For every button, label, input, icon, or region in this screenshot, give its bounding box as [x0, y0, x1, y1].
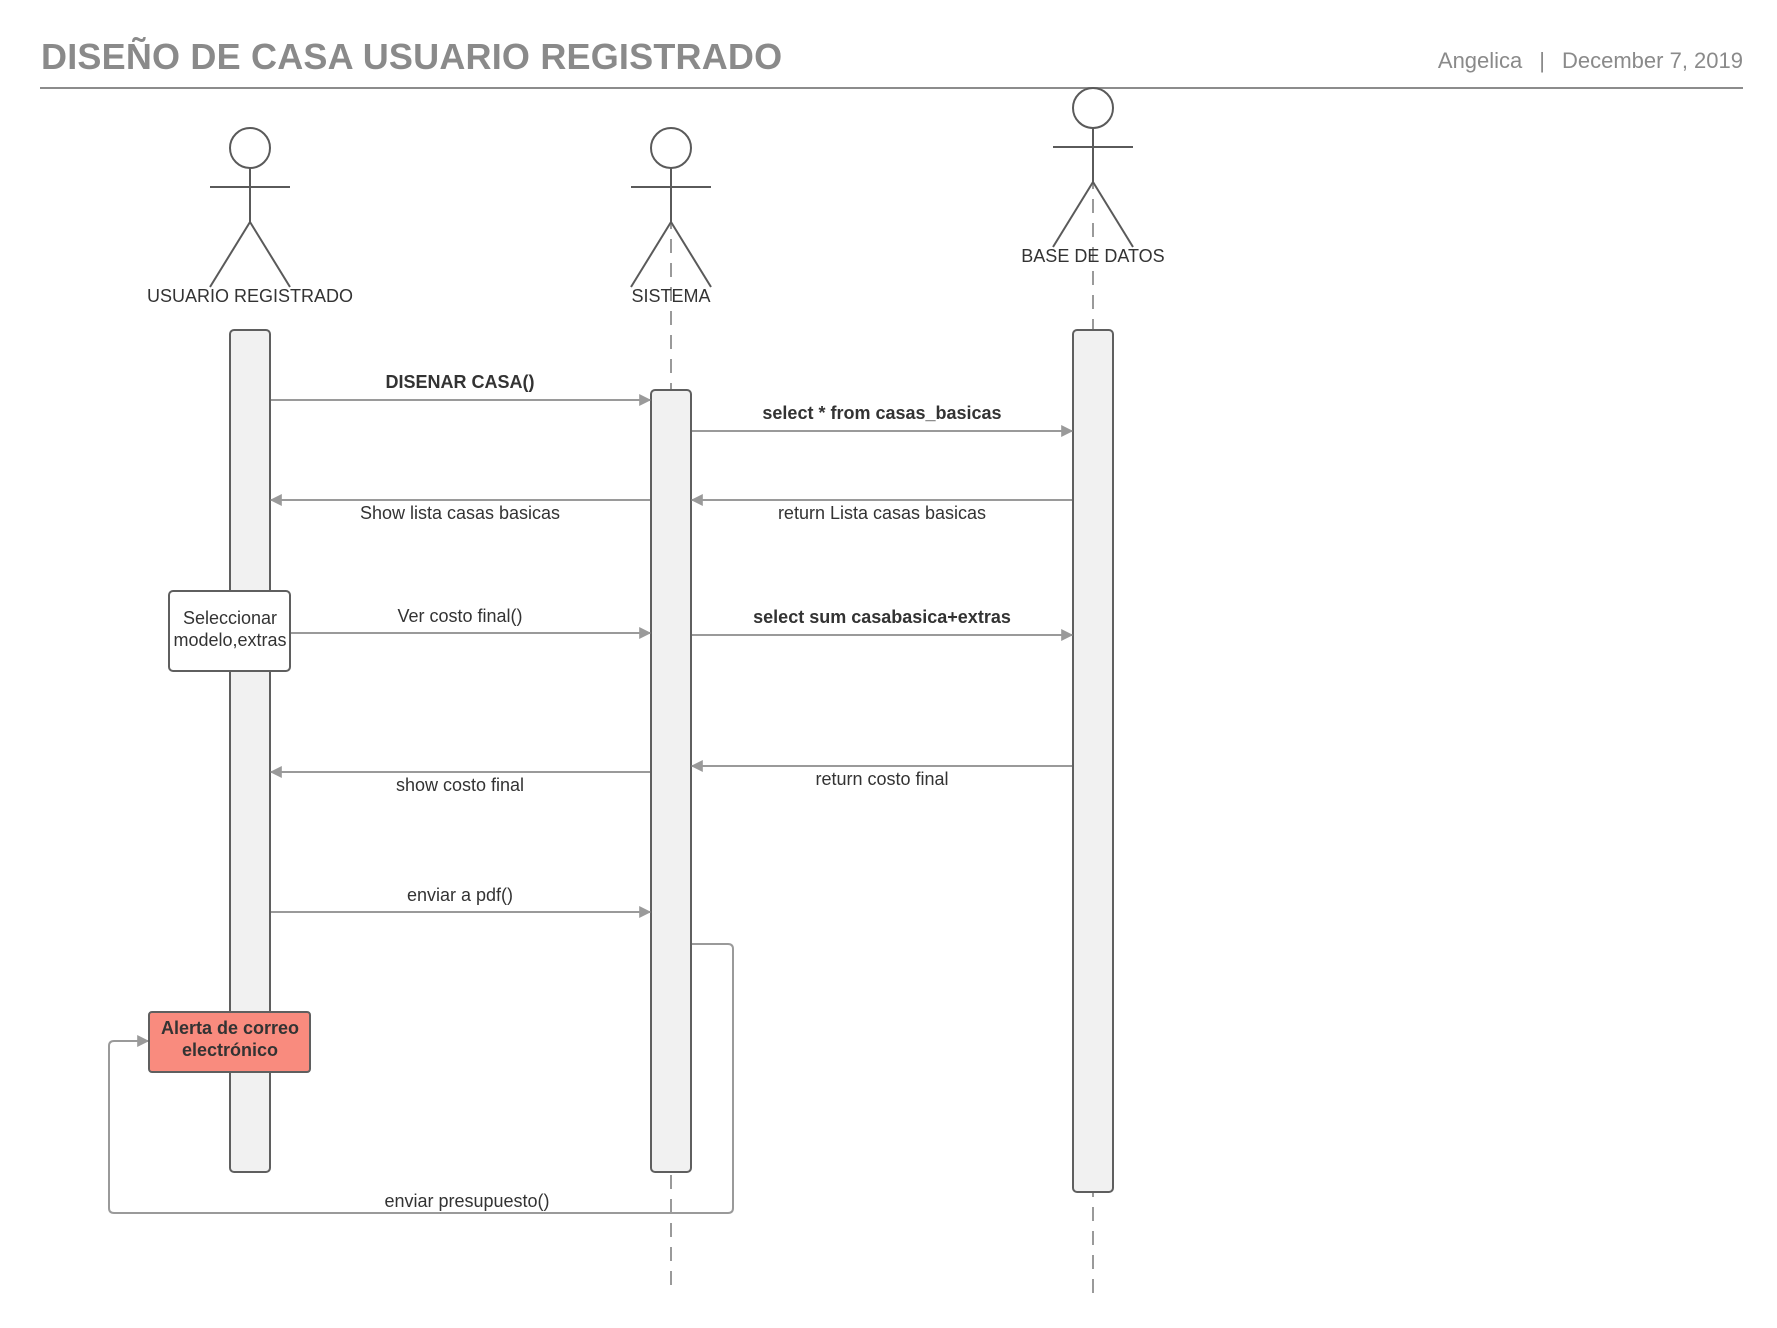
message-label-return-lista: return Lista casas basicas	[778, 503, 986, 523]
actor-label-base-datos: BASE DE DATOS	[1021, 246, 1164, 266]
message-label-show-costo: show costo final	[396, 775, 524, 795]
message-label-show-lista: Show lista casas basicas	[360, 503, 560, 523]
alert-line1: Alerta de correo	[161, 1018, 299, 1038]
activation-base-datos	[1072, 329, 1114, 1193]
actor-label-sistema: SISTEMA	[631, 286, 710, 306]
message-label-disenar-casa: DISENAR CASA()	[385, 372, 534, 392]
actor-sistema	[630, 127, 712, 288]
page-title: DISEÑO DE CASA USUARIO REGISTRADO	[41, 36, 783, 77]
actor-base-datos	[1052, 87, 1134, 248]
actor-usuario-registrado	[209, 127, 291, 288]
message-label-enviar-pdf: enviar a pdf()	[407, 885, 513, 905]
diagram-date: December 7, 2019	[1562, 48, 1743, 73]
message-label-select-sum: select sum casabasica+extras	[753, 607, 1011, 627]
message-label-return-costo: return costo final	[815, 769, 948, 789]
header-divider	[40, 87, 1743, 89]
meta-separator: |	[1539, 48, 1545, 73]
message-label-ver-costo: Ver costo final()	[397, 606, 522, 626]
message-enviar-presupuesto-arrow	[108, 943, 734, 1214]
activation-usuario	[229, 329, 271, 1173]
message-label-select-casas: select * from casas_basicas	[762, 403, 1001, 423]
activation-sistema	[650, 389, 692, 1173]
alert-correo-electronico	[148, 1011, 311, 1073]
note-seleccionar-line1: Seleccionar	[183, 608, 277, 628]
actor-label-usuario: USUARIO REGISTRADO	[147, 286, 353, 306]
note-seleccionar-modelo	[168, 590, 291, 672]
author-name: Angelica	[1437, 48, 1523, 73]
message-label-enviar-presupuesto: enviar presupuesto()	[384, 1191, 549, 1211]
page-meta: Angelica | December 7, 2019	[1438, 48, 1743, 74]
alert-line2: electrónico	[182, 1040, 278, 1060]
note-seleccionar-line2: modelo,extras	[173, 630, 286, 650]
